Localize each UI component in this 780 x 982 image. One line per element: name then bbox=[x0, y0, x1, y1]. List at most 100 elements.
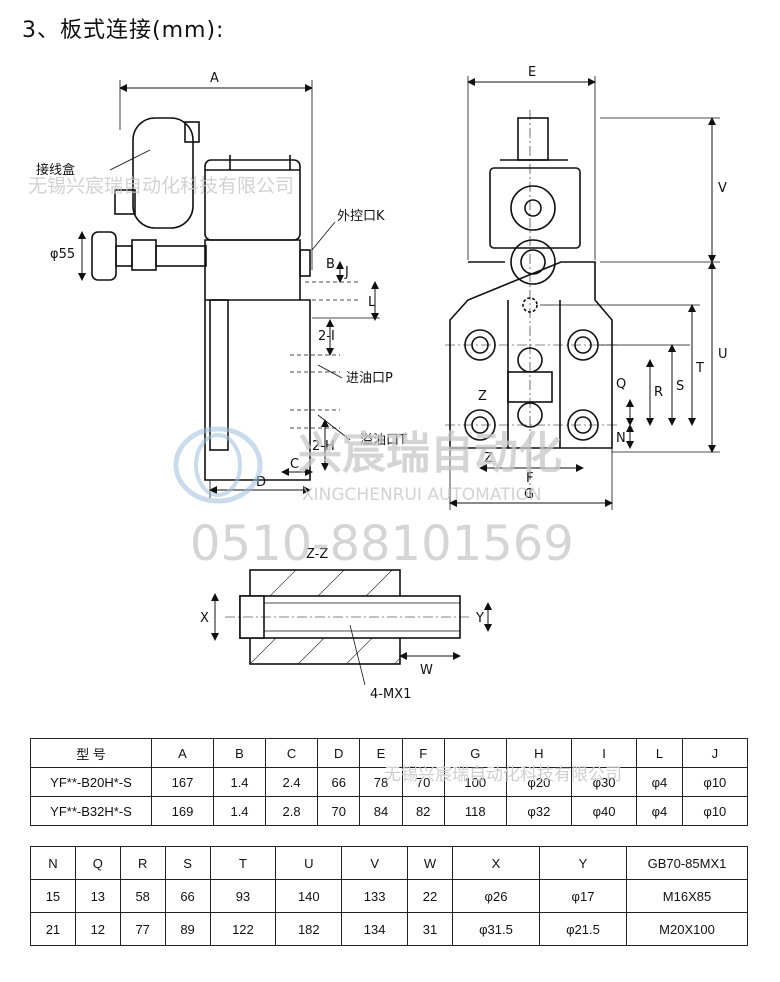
page-title: 3、板式连接(mm): bbox=[22, 18, 225, 43]
table-cell: 78 bbox=[359, 767, 403, 797]
header-cell: A bbox=[151, 738, 214, 768]
table-cell: 93 bbox=[209, 879, 277, 913]
dim-label-v: V bbox=[718, 181, 727, 196]
table-cell: 2.8 bbox=[265, 796, 319, 826]
dim-label-y: Y bbox=[475, 611, 484, 626]
dim-label-d: D bbox=[256, 475, 266, 490]
header-cell: Q bbox=[74, 846, 121, 880]
dim-label-g: G bbox=[524, 487, 534, 502]
table-cell: φ17 bbox=[539, 879, 627, 913]
dim-label-b: B bbox=[326, 257, 335, 272]
table-cell: 77 bbox=[119, 912, 166, 946]
label-inlet-port: 进油口P bbox=[346, 371, 393, 386]
dim-label-2i: 2-I bbox=[318, 329, 335, 344]
table-cell: 100 bbox=[443, 767, 507, 797]
dim-label-f: F bbox=[526, 471, 533, 486]
table-cell: 58 bbox=[119, 879, 166, 913]
dim-label-r: R bbox=[654, 385, 663, 400]
spec-table-2: N Q R S T U V W X Y GB70-85MX1 15 13 58 … bbox=[30, 846, 748, 946]
dim-label-phi55: φ55 bbox=[50, 247, 75, 262]
label-external-port: 外控口K bbox=[337, 209, 385, 224]
table-cell: YF**-B20H*-S bbox=[30, 767, 152, 797]
table-cell: φ40 bbox=[570, 796, 638, 826]
table-row: YF**-B20H*-S 167 1.4 2.4 66 78 70 100 φ2… bbox=[30, 767, 749, 797]
watermark-company: 无锡兴宸瑞自动化科技有限公司 bbox=[28, 175, 294, 197]
header-cell: S bbox=[164, 846, 211, 880]
table-cell: 2.4 bbox=[265, 767, 319, 797]
table-row: YF**-B32H*-S 169 1.4 2.8 70 84 82 118 φ3… bbox=[30, 796, 749, 826]
label-section: Z-Z bbox=[306, 547, 328, 562]
table-cell: φ20 bbox=[505, 767, 572, 797]
header-cell: 型 号 bbox=[30, 738, 152, 768]
table-cell: 82 bbox=[401, 796, 445, 826]
header-cell: W bbox=[407, 846, 453, 880]
dim-label-e: E bbox=[528, 65, 536, 80]
dim-label-a: A bbox=[210, 71, 219, 86]
table-cell: 21 bbox=[30, 912, 76, 946]
technical-drawing: A E V U T S R Q N F G B J L 2-I 2-H C D … bbox=[28, 65, 728, 702]
table-cell: φ31.5 bbox=[452, 912, 540, 946]
table-cell: 89 bbox=[164, 912, 211, 946]
table-cell: 22 bbox=[407, 879, 453, 913]
header-cell: G bbox=[443, 738, 507, 768]
table-cell: 182 bbox=[275, 912, 343, 946]
section-mark-z-bottom: Z bbox=[484, 451, 493, 466]
table-header-row: 型 号 A B C D E F G H I L J bbox=[30, 738, 749, 768]
table-cell: 122 bbox=[209, 912, 277, 946]
header-cell: B bbox=[212, 738, 267, 768]
section-mark-z-top: Z bbox=[478, 389, 487, 404]
table-cell: 70 bbox=[401, 767, 445, 797]
table-cell: 140 bbox=[275, 879, 343, 913]
dim-label-w: W bbox=[420, 663, 433, 678]
dim-label-j: J bbox=[344, 265, 349, 280]
watermark-phone: 0510-88101569 bbox=[190, 516, 574, 572]
table-cell: 12 bbox=[74, 912, 121, 946]
table-cell: φ21.5 bbox=[539, 912, 627, 946]
table-cell: 66 bbox=[317, 767, 361, 797]
table-cell: 1.4 bbox=[212, 796, 267, 826]
table-cell: φ30 bbox=[570, 767, 638, 797]
table-cell: 133 bbox=[341, 879, 409, 913]
watermark-logo-cn: 兴宸瑞自动化 bbox=[298, 428, 562, 479]
dim-label-2h: 2-H bbox=[312, 439, 335, 454]
table-cell: M16X85 bbox=[626, 879, 748, 913]
table-cell: 84 bbox=[359, 796, 403, 826]
table-cell: YF**-B32H*-S bbox=[30, 796, 152, 826]
header-cell: C bbox=[265, 738, 319, 768]
table-cell: φ10 bbox=[681, 767, 749, 797]
header-cell: J bbox=[681, 738, 749, 768]
table-cell: 70 bbox=[317, 796, 361, 826]
header-cell: D bbox=[317, 738, 361, 768]
dim-label-u: U bbox=[718, 347, 728, 362]
table-cell: 134 bbox=[341, 912, 409, 946]
table-cell: 13 bbox=[74, 879, 121, 913]
dim-label-c: C bbox=[290, 457, 299, 472]
dim-label-q: Q bbox=[616, 377, 626, 392]
watermark-logo-icon bbox=[173, 426, 263, 504]
section-zz bbox=[211, 569, 492, 686]
front-view bbox=[445, 76, 720, 510]
header-cell: R bbox=[119, 846, 166, 880]
dim-label-x: X bbox=[200, 611, 209, 626]
header-cell: GB70-85MX1 bbox=[626, 846, 748, 880]
header-cell: F bbox=[401, 738, 445, 768]
table-cell: 169 bbox=[151, 796, 214, 826]
label-junction-box: 接线盒 bbox=[36, 162, 75, 178]
header-cell: V bbox=[341, 846, 409, 880]
header-cell: X bbox=[452, 846, 540, 880]
table-cell: 167 bbox=[151, 767, 214, 797]
table-cell: 1.4 bbox=[212, 767, 267, 797]
table-header-row: N Q R S T U V W X Y GB70-85MX1 bbox=[30, 846, 748, 880]
header-cell: I bbox=[570, 738, 638, 768]
table-cell: φ4 bbox=[636, 796, 683, 826]
table-cell: φ4 bbox=[636, 767, 683, 797]
header-cell: L bbox=[636, 738, 683, 768]
header-cell: U bbox=[275, 846, 343, 880]
table-cell: φ10 bbox=[681, 796, 749, 826]
dim-label-s: S bbox=[676, 379, 684, 394]
header-cell: N bbox=[30, 846, 76, 880]
dim-label-t: T bbox=[695, 361, 704, 376]
label-bolt: 4-MX1 bbox=[370, 687, 411, 702]
label-overflow-port: 溢油口T bbox=[360, 433, 407, 448]
side-view bbox=[78, 80, 380, 498]
